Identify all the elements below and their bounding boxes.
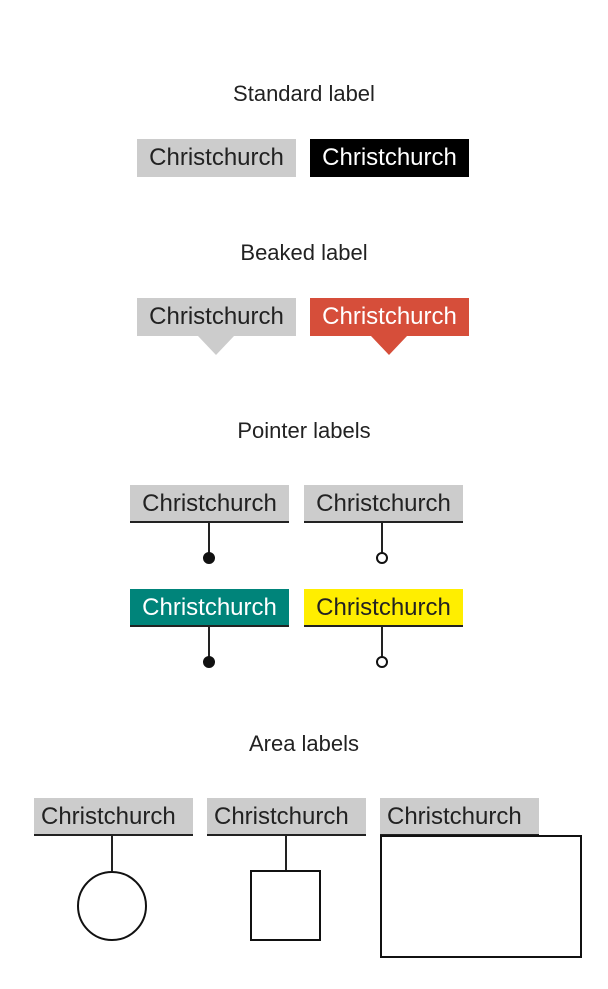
pointer-label-yellow-hollow: Christchurch (304, 589, 463, 627)
beaked-label-red-beak (371, 336, 407, 355)
area-circle-shape (77, 871, 147, 941)
beaked-label-heading: Beaked label (240, 240, 368, 265)
beaked-label-grey: Christchurch (137, 298, 296, 336)
pointer-stem (381, 627, 383, 657)
standard-label-heading: Standard label (233, 81, 375, 106)
pointer-label-grey-hollow: Christchurch (304, 485, 463, 523)
area-label-rectangle: Christchurch (380, 798, 539, 836)
area-rectangle-shape (380, 835, 582, 958)
pointer-labels-heading: Pointer labels (237, 418, 371, 443)
area-square-shape (250, 870, 321, 941)
area-stem (111, 836, 113, 871)
area-label-circle: Christchurch (34, 798, 193, 836)
pointer-stem (381, 523, 383, 553)
pointer-dot-hollow (376, 656, 388, 668)
beaked-label-red: Christchurch (310, 298, 469, 336)
pointer-dot-hollow (376, 552, 388, 564)
area-stem (285, 836, 287, 871)
beaked-label-grey-beak (198, 336, 234, 355)
pointer-dot-filled (203, 552, 215, 564)
standard-label-black: Christchurch (310, 139, 469, 177)
standard-label-grey: Christchurch (137, 139, 296, 177)
area-labels-heading: Area labels (248, 731, 360, 756)
pointer-stem (208, 627, 210, 657)
pointer-dot-filled (203, 656, 215, 668)
area-label-square: Christchurch (207, 798, 366, 836)
pointer-label-grey-filled: Christchurch (130, 485, 289, 523)
pointer-stem (208, 523, 210, 553)
pointer-label-teal-filled: Christchurch (130, 589, 289, 627)
